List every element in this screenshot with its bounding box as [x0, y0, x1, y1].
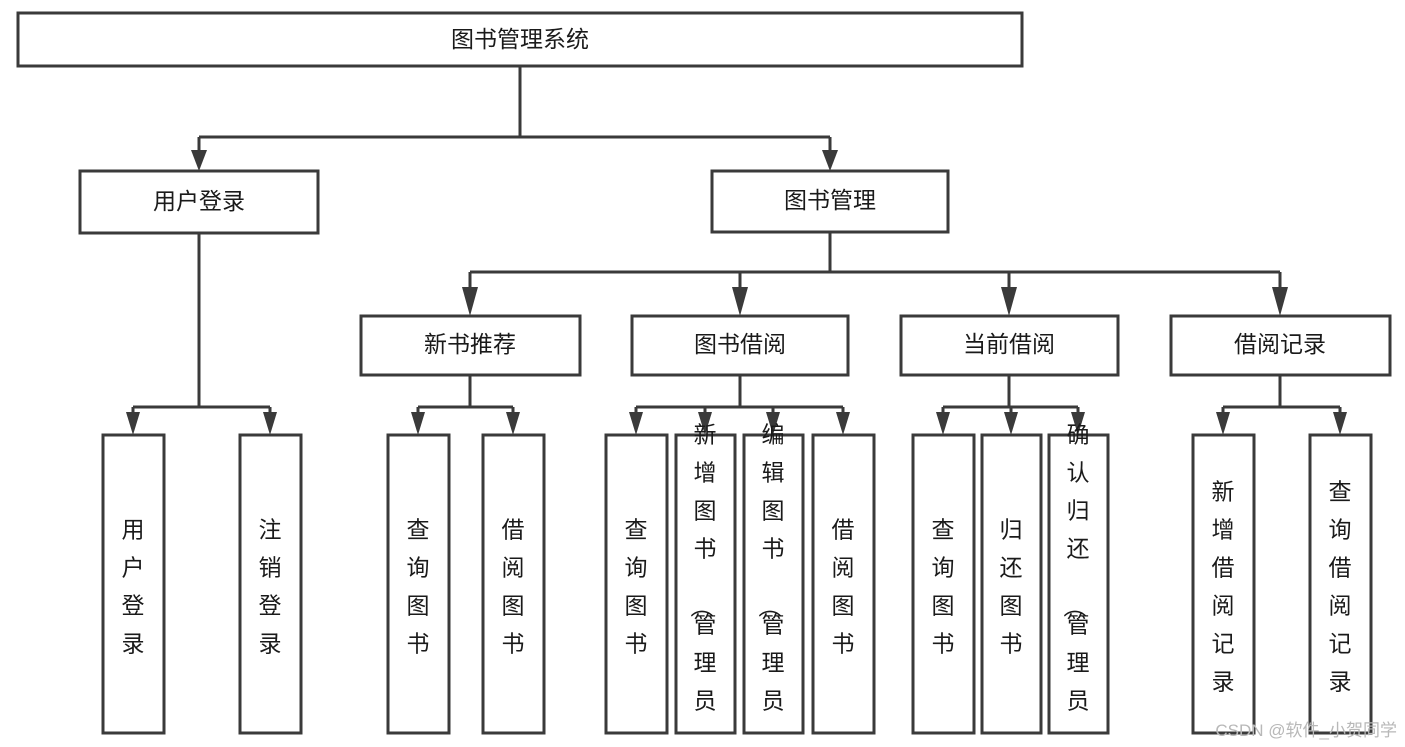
node-book-management-label: 图书管理	[784, 187, 876, 213]
leaf-new-book-1-label: 查询图书	[407, 517, 430, 657]
arrow-head-leaf-borrow-record-2	[1333, 412, 1347, 435]
leaf-book-borrow-3-label: 编辑图书（管理员）	[757, 422, 785, 747]
arrow-head-new-book	[462, 287, 478, 316]
node-new-book-recommend-box	[359, 314, 582, 377]
leaf-user-login-1[interactable]: 用户登录	[101, 433, 166, 735]
arrow-head-leaf-current-borrow-2	[1004, 412, 1018, 435]
leaf-book-borrow-4-box	[811, 433, 876, 735]
arrow-head-leaf-user-login-1	[126, 412, 140, 435]
leaf-borrow-record-2-label: 查询借阅记录	[1329, 479, 1352, 695]
leaf-book-borrow-3[interactable]: 编辑图书（管理员）	[742, 422, 805, 747]
leaf-book-borrow-1[interactable]: 查询图书	[604, 433, 669, 735]
leaf-current-borrow-3-box	[1047, 433, 1110, 735]
node-book-borrow[interactable]: 图书借阅	[630, 314, 850, 377]
arrow-head-book-manage	[822, 150, 838, 171]
node-root-box	[16, 11, 1024, 68]
arrow-head-current-borrow	[1001, 287, 1017, 316]
leaf-book-borrow-2-label: 新增图书（管理员）	[689, 422, 717, 747]
node-new-book-recommend-label: 新书推荐	[424, 331, 516, 357]
node-book-management-box	[710, 169, 950, 234]
node-borrow-record[interactable]: 借阅记录	[1169, 314, 1392, 377]
leaf-book-borrow-3-box	[742, 433, 805, 735]
leaf-user-login-1-box	[101, 433, 166, 735]
node-root-label: 图书管理系统	[451, 26, 589, 52]
leaf-user-login-2-box	[238, 433, 303, 735]
leaf-book-borrow-2-box	[674, 433, 737, 735]
node-new-book-recommend[interactable]: 新书推荐	[359, 314, 582, 377]
leaf-current-borrow-1-label: 查询图书	[932, 517, 955, 657]
connector-layer	[126, 66, 1347, 435]
leaf-new-book-2-label: 借阅图书	[502, 517, 525, 657]
leaf-borrow-record-1-label: 新增借阅记录	[1212, 479, 1235, 695]
leaf-current-borrow-1-box	[911, 433, 976, 735]
leaf-current-borrow-1[interactable]: 查询图书	[911, 433, 976, 735]
arrow-head-leaf-user-login-2	[263, 412, 277, 435]
arrow-head-leaf-borrow-record-1	[1216, 412, 1230, 435]
leaf-borrow-record-2[interactable]: 查询借阅记录	[1308, 433, 1373, 735]
leaf-current-borrow-2-box	[980, 433, 1043, 735]
arrow-head-leaf-book-borrow-1	[629, 412, 643, 435]
leaf-book-borrow-4[interactable]: 借阅图书	[811, 433, 876, 735]
node-user-login-box	[78, 169, 320, 235]
leaf-user-login-2-label: 注销登录	[259, 517, 282, 657]
node-root-book-management-system[interactable]: 图书管理系统	[16, 11, 1024, 68]
node-book-borrow-label: 图书借阅	[694, 331, 786, 357]
arrow-head-leaf-book-borrow-4	[836, 412, 850, 435]
arrow-head-borrow-record	[1272, 287, 1288, 316]
node-current-borrow[interactable]: 当前借阅	[899, 314, 1120, 377]
arrow-head-leaf-current-borrow-1	[936, 412, 950, 435]
node-book-management[interactable]: 图书管理	[710, 169, 950, 234]
node-borrow-record-label: 借阅记录	[1234, 331, 1326, 357]
leaf-user-login-2[interactable]: 注销登录	[238, 433, 303, 735]
node-borrow-record-box	[1169, 314, 1392, 377]
arrow-head-leaf-book-borrow-3	[766, 412, 780, 435]
arrow-head-leaf-new-book-1	[411, 412, 425, 435]
leaf-book-borrow-1-label: 查询图书	[625, 517, 648, 657]
arrow-head-leaf-new-book-2	[506, 412, 520, 435]
leaf-current-borrow-3-label: 确认归还（管理员）	[1062, 422, 1090, 747]
arrow-head-book-borrow	[732, 287, 748, 316]
leaf-borrow-record-2-box	[1308, 433, 1373, 735]
leaf-new-book-1-box	[386, 433, 451, 735]
leaf-user-login-1-label: 用户登录	[122, 517, 145, 657]
leaf-new-book-1[interactable]: 查询图书	[386, 433, 451, 735]
leaf-new-book-2[interactable]: 借阅图书	[481, 433, 546, 735]
arrow-head-leaf-current-borrow-3	[1071, 412, 1085, 435]
leaf-book-borrow-2[interactable]: 新增图书（管理员）	[674, 422, 737, 747]
leaf-book-borrow-4-label: 借阅图书	[832, 517, 855, 657]
leaf-borrow-record-1-box	[1191, 433, 1256, 735]
leaf-current-borrow-3[interactable]: 确认归还（管理员）	[1047, 422, 1110, 747]
leaf-current-borrow-2-label: 归还图书	[1000, 517, 1023, 657]
leaf-book-borrow-1-box	[604, 433, 669, 735]
node-current-borrow-box	[899, 314, 1120, 377]
node-user-login[interactable]: 用户登录	[78, 169, 320, 235]
arrow-head-user-login	[191, 150, 207, 171]
csdn-watermark: CSDN @软件_小贺同学	[1215, 721, 1397, 740]
leaf-borrow-record-1[interactable]: 新增借阅记录	[1191, 433, 1256, 735]
node-current-borrow-label: 当前借阅	[963, 331, 1055, 357]
arrow-head-leaf-book-borrow-2	[698, 412, 712, 435]
leaf-new-book-2-box	[481, 433, 546, 735]
node-user-login-label: 用户登录	[153, 188, 245, 214]
leaf-current-borrow-2[interactable]: 归还图书	[980, 433, 1043, 735]
node-book-borrow-box	[630, 314, 850, 377]
